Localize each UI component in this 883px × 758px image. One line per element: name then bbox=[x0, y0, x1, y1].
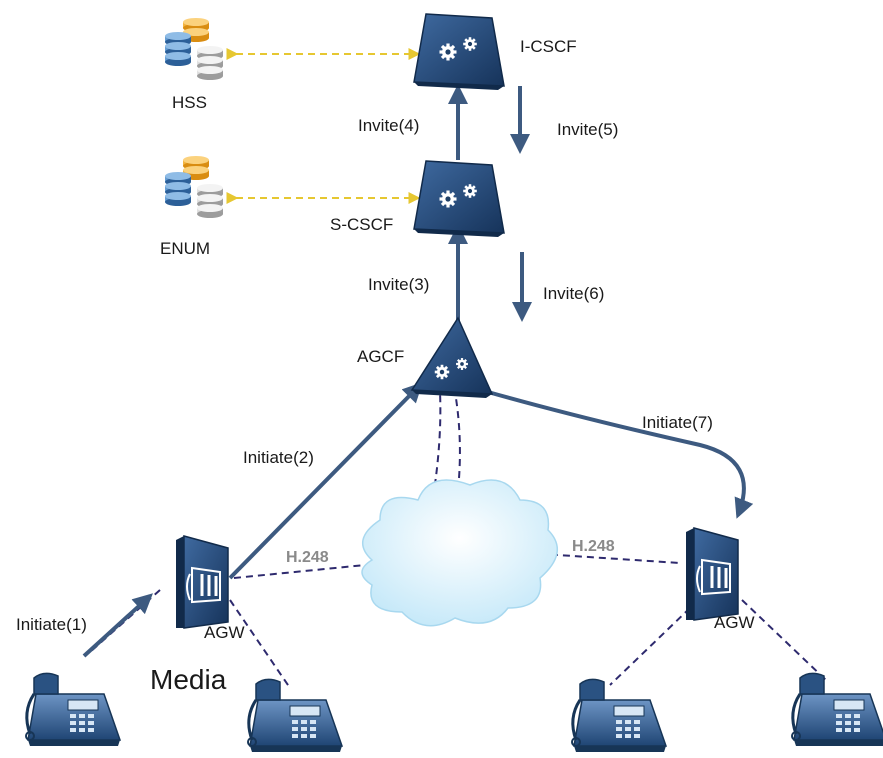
media-label: Media bbox=[150, 664, 227, 695]
agw-left-label: AGW bbox=[204, 623, 245, 642]
agcf-cloud-link-b bbox=[454, 391, 461, 491]
enum-database-icon bbox=[165, 156, 223, 218]
hss-database-icon bbox=[165, 18, 223, 80]
enum-label: ENUM bbox=[160, 239, 210, 258]
h248-left-label: H.248 bbox=[286, 549, 329, 566]
phone-1-icon bbox=[24, 671, 122, 748]
scscf-label: S-CSCF bbox=[330, 215, 393, 234]
media-link-right-phone bbox=[229, 599, 291, 689]
media-link-phone-3 bbox=[609, 607, 691, 686]
h248-right-label: H.248 bbox=[572, 538, 615, 555]
h248-link-left bbox=[233, 564, 366, 579]
invite6-label: Invite(6) bbox=[543, 284, 604, 303]
invite3-label: Invite(3) bbox=[368, 275, 429, 294]
initiate7-label: Initiate(7) bbox=[642, 413, 713, 432]
network-cloud-icon bbox=[361, 479, 558, 627]
agcf-server-icon bbox=[410, 316, 494, 398]
agw-right-label: AGW bbox=[714, 613, 755, 632]
scscf-server-icon bbox=[413, 160, 505, 237]
icscf-label: I-CSCF bbox=[520, 37, 577, 56]
phone-4-icon bbox=[790, 671, 883, 748]
media-link-phone-4 bbox=[741, 599, 829, 683]
invite4-label: Invite(4) bbox=[358, 116, 419, 135]
initiate2-label: Initiate(2) bbox=[243, 448, 314, 467]
initiate1-label: Initiate(1) bbox=[16, 615, 87, 634]
agcf-agw-right-line bbox=[487, 390, 754, 519]
phone-2-icon bbox=[246, 677, 344, 754]
phone-3-icon bbox=[570, 677, 668, 754]
phone-agw-line bbox=[82, 593, 153, 658]
icscf-server-icon bbox=[413, 13, 505, 90]
agcf-label: AGCF bbox=[357, 347, 404, 366]
agw-agcf-line bbox=[228, 382, 423, 580]
agw-right-icon bbox=[684, 526, 740, 622]
agw-left-icon bbox=[174, 534, 230, 630]
hss-label: HSS bbox=[172, 93, 207, 112]
invite5-label: Invite(5) bbox=[557, 120, 618, 139]
